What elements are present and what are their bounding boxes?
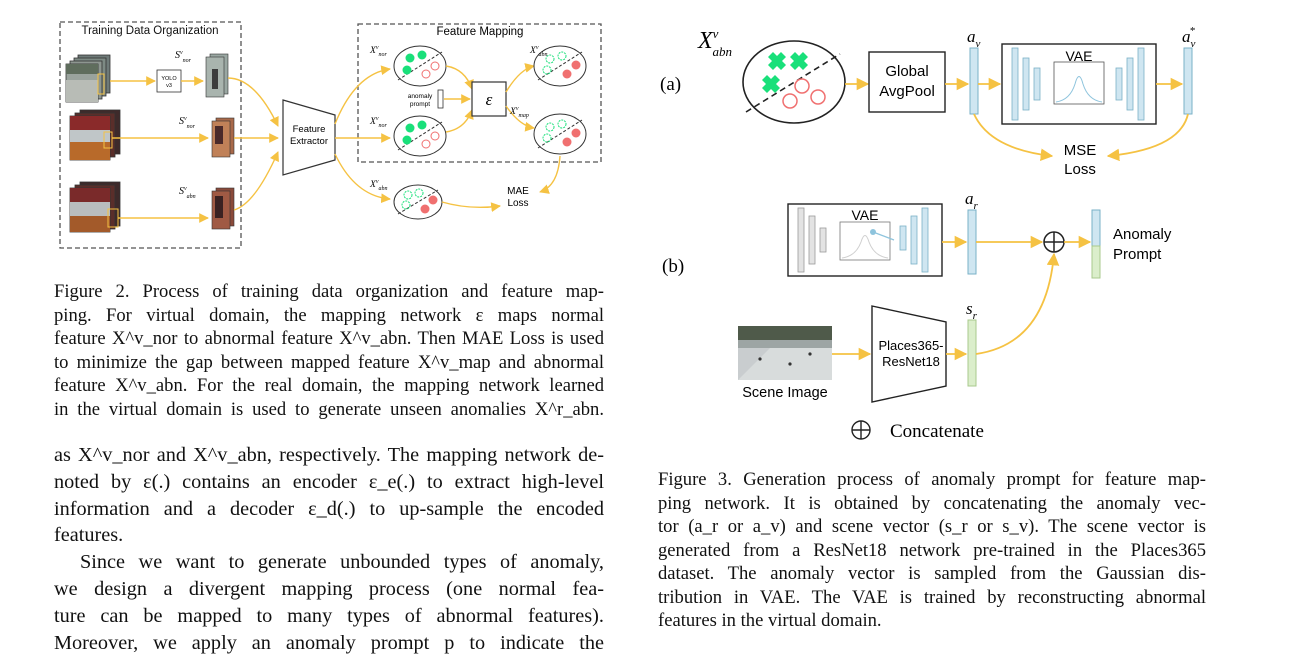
mapping-panel-title: Feature Mapping: [437, 26, 524, 38]
fig2-caption-line-5: feature X^v_abn. For the real domain, th…: [54, 375, 604, 396]
mae-label-2: Loss: [507, 198, 528, 209]
fig3-caption-line-6: tribution in VAE. The VAE is trained by …: [658, 586, 1206, 608]
figure-2-diagram: Training Data Organization YOLO v3 Svnor…: [59, 21, 602, 249]
crop-stack-row3: [211, 187, 235, 230]
feature-ellipse-map: [533, 113, 587, 155]
video-frames-row1: [65, 54, 111, 103]
x-map-label: Xvmap: [509, 106, 529, 119]
s-nor-label-2: Svnor: [179, 116, 196, 130]
fig3-caption-line-1: Figure 3. Generation process of anomaly …: [658, 469, 1206, 490]
training-panel: [59, 21, 242, 249]
fig2-caption-line-6: in the virtual domain is used to generat…: [54, 398, 604, 420]
mse-label-2: Loss: [1064, 161, 1096, 178]
abnormal-feature-ellipse: [742, 40, 846, 124]
video-frames-row2: [69, 109, 121, 161]
body-line-1: as X^v_nor and X^v_abn, respectively. Th…: [54, 444, 604, 466]
a-r-label: ar: [965, 189, 979, 212]
left-body-text: as X^v_nor and X^v_abn, respectively. Th…: [54, 442, 604, 656]
panel-b-label: (b): [662, 256, 684, 277]
anomaly-vector-av: [969, 47, 979, 115]
epsilon-label: ε: [486, 90, 493, 109]
prompt-vector-green: [1091, 245, 1101, 279]
scene-image-label: Scene Image: [742, 385, 827, 401]
mse-label-1: MSE: [1064, 142, 1097, 159]
fig3-caption-line-3: tor (a_r or a_v) and scene vector (s_r o…: [658, 516, 1206, 537]
fig2-caption-line-3: feature X^v_nor to abnormal feature X^v_…: [54, 328, 604, 349]
fig3-caption-line-5: dataset. The anomaly vector is sampled f…: [658, 563, 1206, 584]
a-v-label: av: [967, 27, 981, 50]
crop-stack-row2: [211, 117, 235, 158]
mapping-panel: [357, 23, 602, 163]
global-label-1: Global: [885, 63, 928, 80]
feature-ellipse-nor-2: [393, 115, 447, 157]
global-avgpool-box: [868, 51, 946, 113]
vae-box-b: VAE: [787, 203, 943, 277]
feature-ellipse-abn-1: [533, 45, 587, 87]
body-line-7: ture can be mapped to many types of abno…: [54, 604, 604, 627]
vae-box-a: VAE: [1001, 43, 1157, 125]
feature-ellipse-abn-2: [393, 184, 443, 220]
crop-stack-row1: [205, 53, 229, 98]
extractor-label-2: Extractor: [290, 136, 328, 147]
fig3-caption-line-7: features in the virtual domain.: [658, 610, 882, 631]
scene-vector-sr: [967, 319, 977, 387]
anomaly-vector-ar: [967, 209, 977, 275]
anomaly-prompt-label-2: Prompt: [1113, 246, 1162, 263]
concat-legend-label: Concatenate: [890, 421, 984, 442]
extractor-label-1: Feature: [293, 124, 326, 135]
training-panel-title: Training Data Organization: [81, 25, 218, 37]
s-nor-label-1: Svnor: [175, 50, 192, 64]
yolo-version-label: v3: [166, 83, 172, 89]
panel-a-label: (a): [660, 74, 681, 95]
vae-label-a: VAE: [1066, 48, 1093, 64]
places365-resnet18: [871, 305, 947, 403]
x-nor-label-2: Xvnor: [369, 116, 387, 129]
figure-2-caption: Figure 2. Process of training data organ…: [54, 280, 604, 421]
prompt-label-2: prompt: [410, 101, 430, 108]
x-nor-label-1: Xvnor: [369, 45, 387, 58]
body-line-8: Moreover, we apply an anomaly prompt p t…: [54, 631, 604, 654]
scene-image: [738, 326, 832, 380]
figure-3-caption: Figure 3. Generation process of anomaly …: [658, 468, 1206, 633]
x-abn-label-bottom: Xvabn: [369, 179, 387, 192]
body-line-2: noted by ε(.) contains an encoder ε_e(.)…: [54, 470, 604, 493]
body-line-6: we design a divergent mapping process (o…: [54, 577, 604, 600]
global-label-2: AvgPool: [879, 83, 935, 100]
places-label-2: ResNet18: [882, 354, 940, 369]
fig3-caption-line-2: ping network. It is obtained by concaten…: [658, 492, 1206, 514]
x-abn-label-top: Xvabn: [529, 45, 547, 58]
fig3-caption-line-4: generated from a ResNet18 network pre-tr…: [658, 539, 1206, 561]
fig2-caption-line-1: Figure 2. Process of training data organ…: [54, 281, 604, 302]
body-line-5: Since we want to generate unbounded type…: [80, 551, 604, 574]
yolo-label: YOLO: [161, 76, 177, 82]
fig2-caption-line-4: to minimize the gap between mapped featu…: [54, 351, 604, 373]
places-label-1: Places365-: [878, 338, 943, 353]
prompt-vector: [437, 89, 444, 109]
s-r-label: sr: [966, 299, 978, 322]
video-frames-row3: [69, 181, 121, 233]
fig2-caption-line-2: ping. For virtual domain, the mapping ne…: [54, 304, 604, 326]
anomaly-prompt-label-1: Anomaly: [1113, 226, 1172, 243]
prompt-vector-blue: [1091, 209, 1101, 247]
concat-symbol: [1043, 231, 1065, 253]
prompt-label-1: anomaly: [408, 93, 433, 100]
a-v-star-label: av*: [1182, 25, 1196, 50]
feature-ellipse-nor-1: [393, 45, 447, 87]
body-line-3: information and a decoder ε_d(.) to up-s…: [54, 497, 604, 520]
body-line-4: features.: [54, 524, 124, 547]
mapping-network-box: [471, 81, 507, 117]
s-abn-label: Svabn: [179, 186, 196, 200]
reconstructed-vector: [1183, 47, 1193, 115]
feature-extractor: [282, 99, 336, 176]
concat-legend-symbol: [851, 420, 871, 440]
mae-label-1: MAE: [507, 186, 529, 197]
vae-label-b: VAE: [852, 207, 879, 223]
